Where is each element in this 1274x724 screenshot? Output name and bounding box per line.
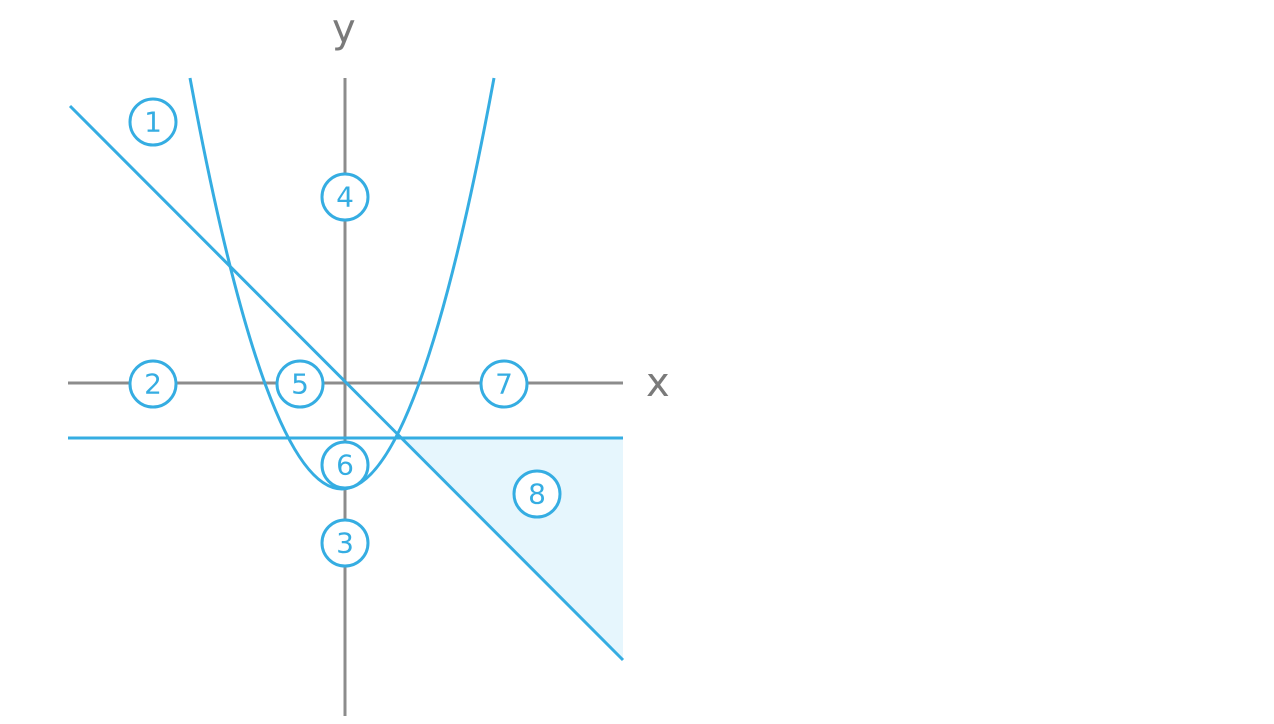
marker-circle xyxy=(275,359,325,409)
marker-circle xyxy=(320,518,370,568)
marker-label: 5 xyxy=(291,368,309,401)
region-marker-8: 8 xyxy=(512,469,562,519)
marker-label: 4 xyxy=(336,181,354,214)
marker-circle xyxy=(479,359,529,409)
x-axis-label: x xyxy=(646,360,670,406)
region-marker-6: 6 xyxy=(320,440,370,490)
region-marker-1: 1 xyxy=(128,97,178,147)
marker-label: 3 xyxy=(336,527,354,560)
region-marker-4: 4 xyxy=(320,172,370,222)
region-marker-5: 5 xyxy=(275,359,325,409)
y-axis-label: y xyxy=(332,6,356,52)
parabola xyxy=(188,77,496,491)
marker-circle xyxy=(320,172,370,222)
marker-label: 2 xyxy=(144,368,162,401)
marker-label: 7 xyxy=(495,368,513,401)
diagonal-line xyxy=(68,104,625,662)
marker-circle xyxy=(128,97,178,147)
marker-label: 1 xyxy=(144,106,162,139)
marker-circle xyxy=(320,440,370,490)
marker-label: 8 xyxy=(528,478,546,511)
marker-circle xyxy=(128,359,178,409)
marker-label: 6 xyxy=(336,449,354,482)
marker-circle xyxy=(512,469,562,519)
region-marker-3: 3 xyxy=(320,518,370,568)
region-marker-7: 7 xyxy=(479,359,529,409)
region-marker-2: 2 xyxy=(128,359,178,409)
